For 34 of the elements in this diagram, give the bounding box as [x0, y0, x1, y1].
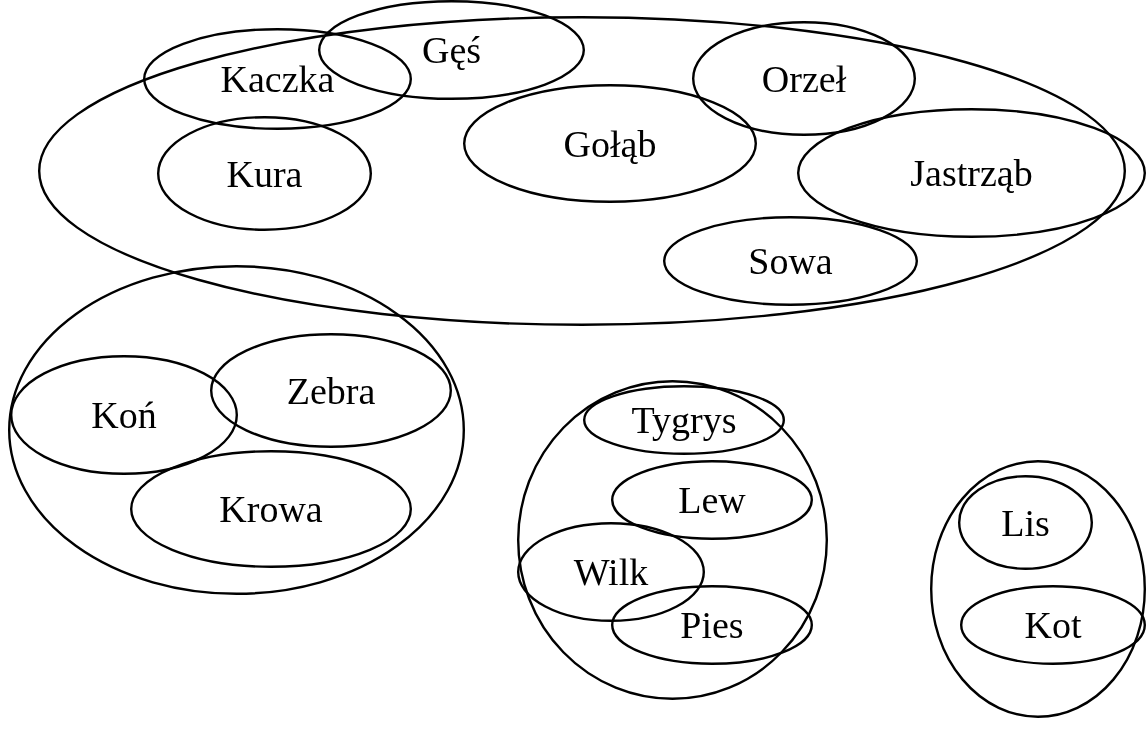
set-label: Sowa [748, 242, 833, 280]
set-label: Koń [91, 396, 157, 434]
set-ellipse [958, 475, 1093, 570]
set-ellipse [930, 460, 1146, 718]
set-ellipse [210, 333, 452, 448]
set-label: Lis [1001, 503, 1050, 542]
set-label: Kaczka [220, 60, 335, 98]
set-ellipse [8, 265, 465, 595]
set-ellipse [663, 216, 918, 306]
set-ellipse [10, 355, 238, 475]
set-ellipse [38, 16, 1126, 326]
set-ellipse [130, 450, 412, 568]
set-ellipse [797, 108, 1146, 238]
set-ellipse [611, 585, 813, 665]
set-label: Wilk [573, 553, 649, 591]
set-ellipse [692, 21, 916, 136]
set-label: Pies [680, 606, 744, 644]
set-label: Jastrząb [910, 154, 1033, 192]
set-ellipse [463, 84, 757, 203]
set-label: Krowa [219, 490, 323, 528]
set-ellipse [157, 116, 372, 231]
set-ellipse [960, 585, 1146, 665]
set-label: Lew [678, 481, 746, 519]
set-label: Kot [1024, 606, 1082, 644]
set-label: Tygrys [631, 401, 737, 439]
set-label: Kura [226, 154, 303, 193]
set-ellipse [143, 28, 412, 130]
set-label: Gołąb [563, 124, 657, 163]
set-ellipse [583, 385, 785, 455]
set-label: Gęś [421, 31, 482, 69]
set-ellipse [611, 460, 813, 540]
set-label: Zebra [286, 371, 376, 410]
set-label: Orzeł [761, 59, 847, 98]
set-ellipse [517, 380, 828, 700]
